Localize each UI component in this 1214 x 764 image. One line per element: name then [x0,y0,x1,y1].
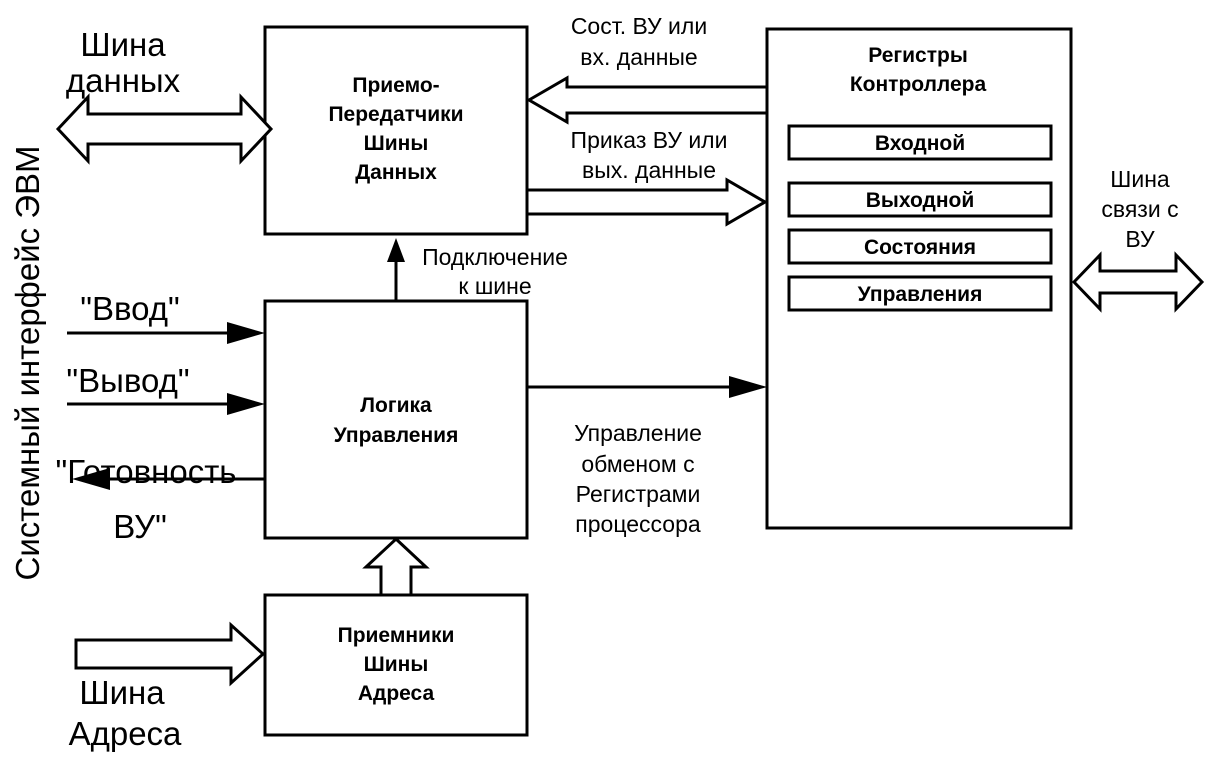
address-receivers-title-3: Адреса [358,682,435,705]
exchange-control-label-3: Регистрами [576,481,701,507]
device-state-label-1: Сост. ВУ или [571,13,707,39]
system-interface-label: Системный интерфейс ЭВМ [9,145,46,580]
control-logic-title-1: Логика [360,394,432,417]
register-state [787,228,1053,265]
transceivers-title-3: Шины [364,132,429,155]
address-bus-label-2: Адреса [69,715,182,752]
device-order-label-1: Приказ ВУ или [571,127,728,153]
link-bus-label-1: Шина [1110,166,1170,192]
controller-registers-title-2: Контроллера [850,73,987,96]
transceivers-title-2: Передатчики [328,103,463,126]
register-control [787,275,1053,312]
ready-signal-label-2: ВУ" [113,508,167,545]
input-signal-label: "Ввод" [80,290,179,327]
transceivers-block [263,25,529,236]
exchange-control-arrowhead [729,376,767,398]
exchange-control-label-2: обменом с [581,451,694,477]
exchange-control-label-4: процессора [575,511,701,537]
output-signal-label: "Вывод" [66,362,189,399]
link-bus-label-2: связи с [1101,196,1178,222]
register-input-label: Входной [875,132,965,155]
ready-signal-arrowhead [72,468,110,490]
data-bus-arrow [55,93,274,165]
bus-connect-label-1: Подключение [422,244,568,270]
bus-connect-label-2: к шине [458,273,531,299]
address-receivers-block [263,593,529,737]
device-order-arrow [525,177,768,227]
output-signal-arrowhead [227,393,265,415]
address-to-logic-arrow [362,536,430,597]
address-receivers-title-1: Приемники [338,624,455,647]
data-bus-label-1: Шина [80,26,166,63]
transceivers-title-1: Приемо- [352,74,439,97]
bus-connect-arrowhead [387,238,405,262]
register-output-label: Выходной [866,189,975,212]
transceivers-title-4: Данных [355,161,437,184]
address-bus-arrow [74,621,266,687]
device-state-arrow [526,75,769,125]
device-order-label-2: вых. данные [582,157,716,183]
ready-signal-label-1: "Готовность [55,453,236,490]
input-signal-arrowhead [227,322,265,344]
exchange-control-label-1: Управление [574,420,702,446]
control-logic-title-2: Управления [334,424,459,447]
register-input [787,124,1053,161]
register-output [787,181,1053,218]
controller-registers-title-1: Регистры [868,44,968,67]
register-control-label: Управления [858,283,983,306]
register-state-label: Состояния [864,236,976,259]
address-bus-label-1: Шина [79,674,165,711]
link-bus-arrow [1071,251,1205,313]
link-bus-label-3: ВУ [1125,226,1155,252]
data-bus-label-2: данных [66,62,181,99]
address-receivers-title-2: Шины [364,653,429,676]
control-logic-block [263,299,529,540]
device-state-label-2: вх. данные [580,44,697,70]
